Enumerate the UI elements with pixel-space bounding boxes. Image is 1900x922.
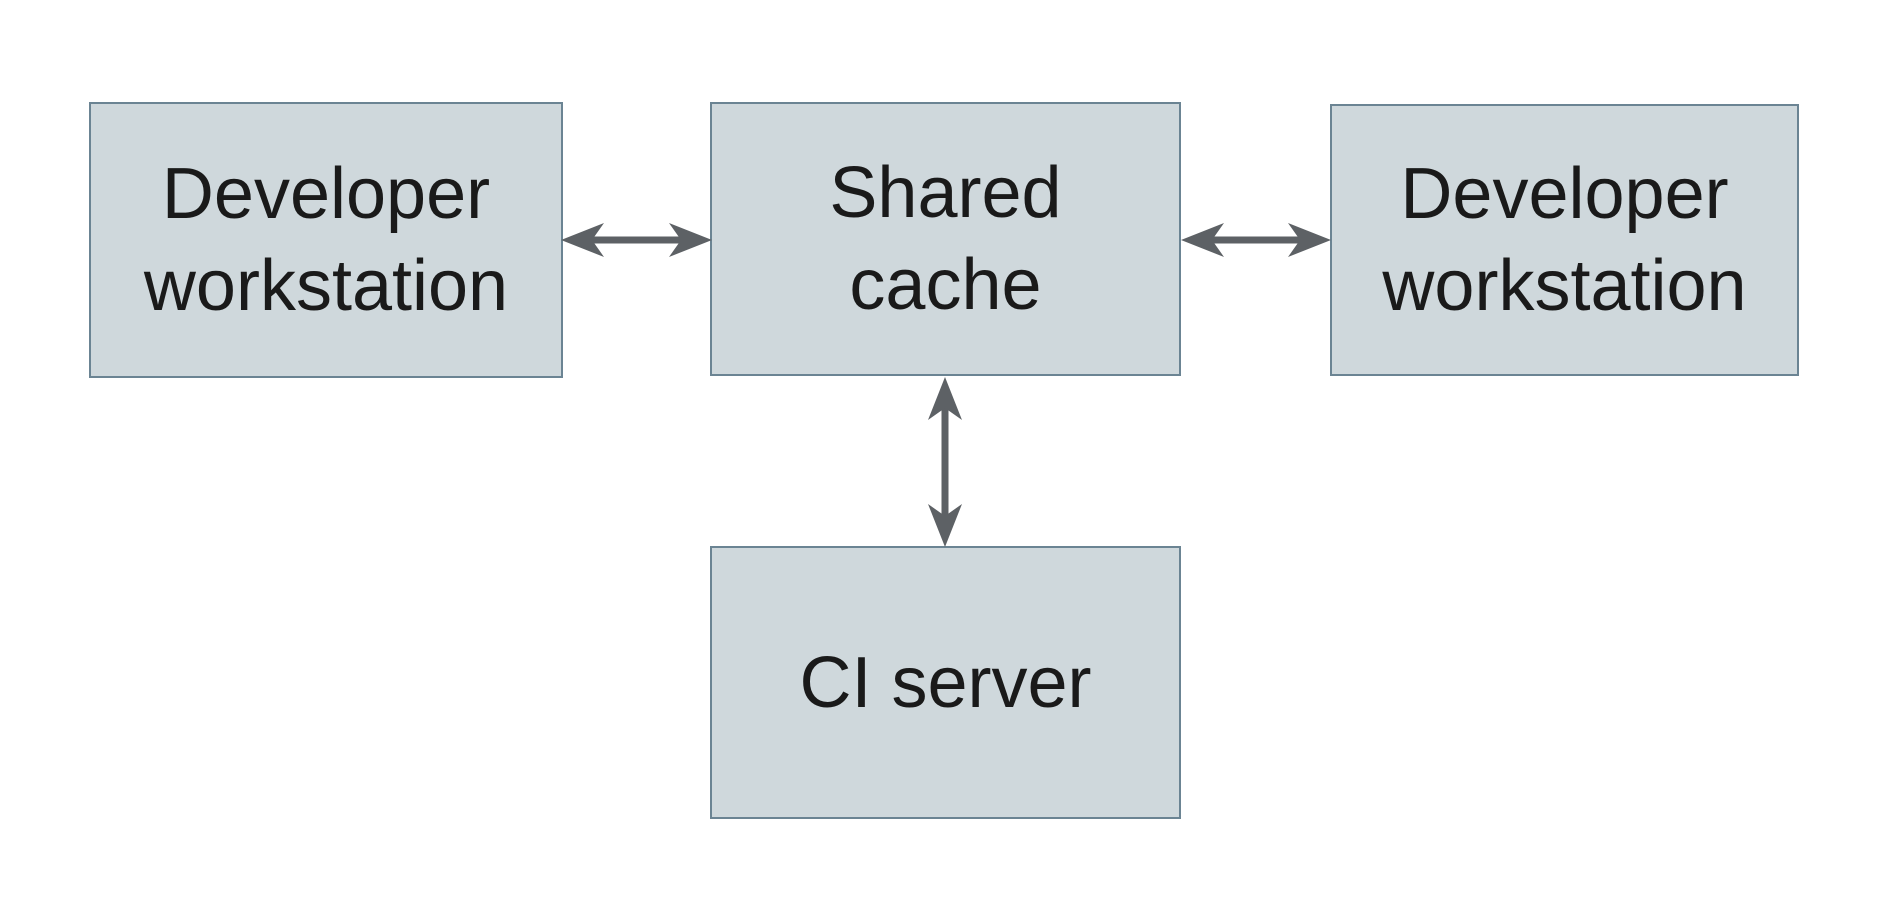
node-label-line: Developer: [161, 154, 491, 234]
node-label-line: Shared: [829, 153, 1062, 233]
node-label-line: workstation: [1382, 246, 1747, 326]
bidirectional-arrow-icon: [910, 377, 980, 547]
node-shared-cache: Shared cache: [710, 102, 1181, 376]
node-ci-server: CI server: [710, 546, 1181, 819]
node-developer-workstation-right: Developer workstation: [1330, 104, 1799, 376]
node-label-line: CI server: [799, 642, 1092, 723]
bidirectional-arrow-icon: [1181, 205, 1331, 275]
bidirectional-arrow-icon: [561, 205, 712, 275]
node-developer-workstation-left: Developer workstation: [89, 102, 563, 378]
node-label-line: cache: [849, 245, 1042, 325]
node-label-line: Developer: [1400, 154, 1729, 234]
node-label-line: workstation: [143, 246, 509, 326]
